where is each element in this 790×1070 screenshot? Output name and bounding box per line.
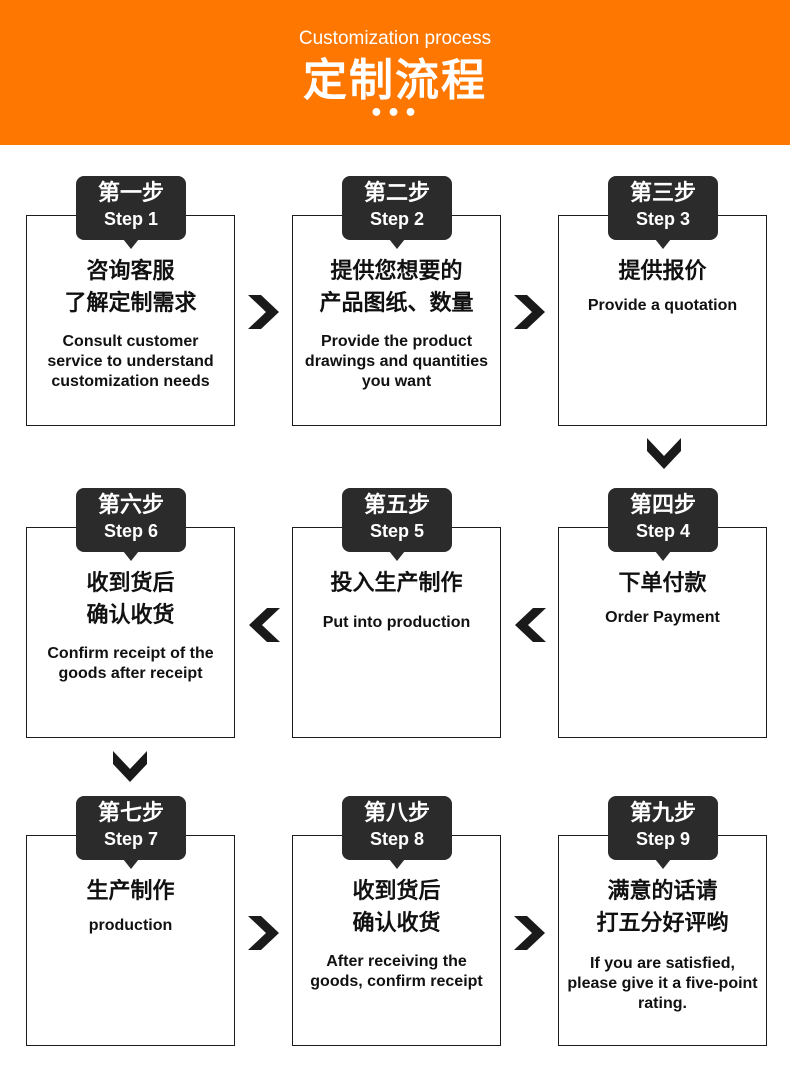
step-badge-cn: 第四步 (629, 493, 696, 518)
step-title: 提供报价 (618, 259, 707, 284)
step-badge-cn: 第六步 (97, 493, 164, 518)
step-description: Provide the product drawings and quantit… (304, 333, 489, 390)
step-card-1: 咨询客服 了解定制需求 Consult customer service to … (26, 215, 235, 426)
step-title: 咨询客服 了解定制需求 (64, 259, 197, 316)
header-dots: ••• (369, 101, 421, 126)
step-card-8: 收到货后 确认收货 After receiving the goods, con… (292, 835, 501, 1046)
header-banner: Customization process 定制流程 ••• (0, 0, 790, 145)
step-description: After receiving the goods, confirm recei… (310, 953, 483, 990)
step-badge-en: Step 9 (635, 829, 691, 849)
step-badge-5: 第五步 Step 5 (342, 488, 452, 561)
step-description: Put into production (322, 614, 471, 631)
step-badge-en: Step 4 (635, 521, 691, 541)
step-card-7: 生产制作 production (26, 835, 235, 1046)
step-title: 投入生产制作 (330, 571, 463, 596)
step-description: Consult customer service to understand c… (47, 333, 214, 390)
step-badge-cn: 第九步 (629, 801, 696, 826)
step-badge-en: Step 5 (369, 521, 425, 541)
step-badge-en: Step 6 (103, 521, 159, 541)
chevron-down-icon (644, 434, 684, 474)
step-badge-1: 第一步 Step 1 (76, 176, 186, 249)
step-badge-en: Step 3 (635, 209, 691, 229)
step-card-2: 提供您想要的 产品图纸、数量 Provide the product drawi… (292, 215, 501, 426)
step-badge-en: Step 7 (103, 829, 159, 849)
header-subtitle: Customization process (298, 28, 492, 49)
chevron-right-icon (510, 913, 550, 953)
step-badge-9: 第九步 Step 9 (608, 796, 718, 869)
step-description: production (88, 917, 173, 934)
step-badge-8: 第八步 Step 8 (342, 796, 452, 869)
step-title: 收到货后 确认收货 (352, 879, 441, 936)
step-badge-cn: 第一步 (97, 181, 164, 206)
step-description: Order Payment (605, 609, 720, 626)
chevron-right-icon (510, 292, 550, 332)
chevron-right-icon (244, 913, 284, 953)
step-card-5: 投入生产制作 Put into production (292, 527, 501, 738)
step-badge-6: 第六步 Step 6 (76, 488, 186, 561)
step-badge-en: Step 2 (369, 209, 425, 229)
step-badge-cn: 第五步 (363, 493, 430, 518)
step-badge-cn: 第二步 (363, 181, 430, 206)
step-badge-cn: 第三步 (629, 181, 696, 206)
step-card-6: 收到货后 确认收货 Confirm receipt of the goods a… (26, 527, 235, 738)
step-title: 生产制作 (86, 879, 175, 904)
step-badge-en: Step 8 (369, 829, 425, 849)
step-badge-7: 第七步 Step 7 (76, 796, 186, 869)
chevron-left-icon (510, 605, 550, 645)
chevron-down-icon (110, 747, 150, 787)
page-title: 定制流程 (303, 55, 487, 106)
step-badge-en: Step 1 (103, 209, 159, 229)
step-badge-4: 第四步 Step 4 (608, 488, 718, 561)
chevron-right-icon (244, 292, 284, 332)
step-title: 满意的话请 打五分好评哟 (596, 879, 729, 936)
step-badge-cn: 第八步 (363, 801, 430, 826)
step-badge-3: 第三步 Step 3 (608, 176, 718, 249)
step-description: Confirm receipt of the goods after recei… (47, 645, 214, 682)
step-description: Provide a quotation (587, 297, 738, 314)
step-title: 收到货后 确认收货 (86, 571, 175, 628)
step-description: If you are satisfied, please give it a f… (567, 955, 758, 1012)
step-badge-2: 第二步 Step 2 (342, 176, 452, 249)
chevron-left-icon (244, 605, 284, 645)
step-title: 下单付款 (618, 571, 707, 596)
step-card-9: 满意的话请 打五分好评哟 If you are satisfied, pleas… (558, 835, 767, 1046)
step-card-3: 提供报价 Provide a quotation (558, 215, 767, 426)
step-badge-cn: 第七步 (97, 801, 164, 826)
step-title: 提供您想要的 产品图纸、数量 (319, 259, 474, 316)
step-card-4: 下单付款 Order Payment (558, 527, 767, 738)
